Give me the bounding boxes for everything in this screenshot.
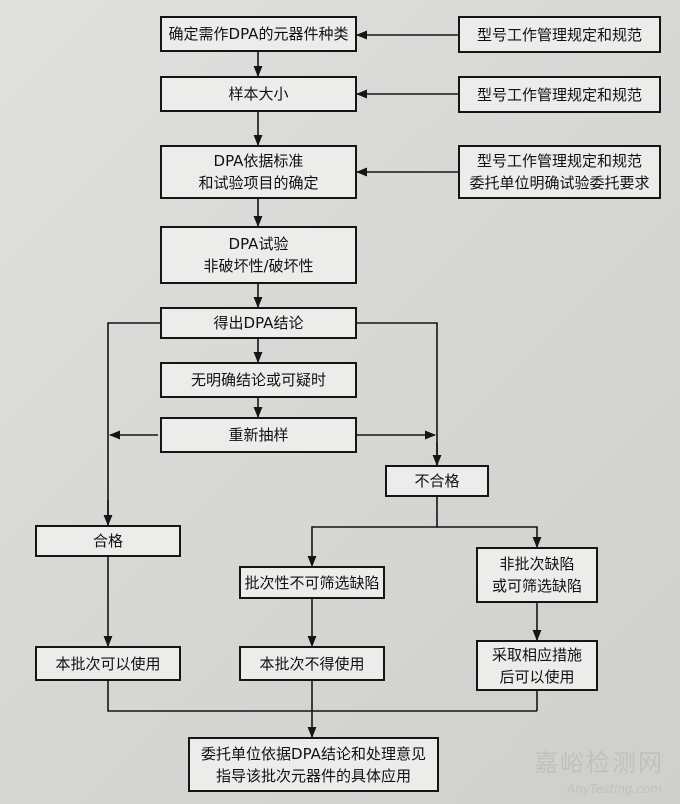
line-fail-split bbox=[307, 496, 438, 568]
box-standard: DPA依据标准 和试验项目的确定 bbox=[160, 145, 357, 199]
box-resample: 重新抽样 bbox=[160, 417, 357, 453]
box-conclusion: 得出DPA结论 bbox=[160, 307, 357, 339]
box-spec-3: 型号工作管理规定和规范 委托单位明确试验委托要求 bbox=[458, 145, 661, 199]
line-ok-down bbox=[107, 681, 537, 712]
watermark-cn: 嘉峪检测网 bbox=[534, 749, 664, 777]
box-pass: 合格 bbox=[35, 525, 181, 557]
box-batch-reject: 本批次不得使用 bbox=[239, 646, 385, 681]
box-batch-ok: 本批次可以使用 bbox=[35, 646, 181, 681]
line-fail-right bbox=[437, 526, 542, 549]
box-nonbatch-defect: 非批次缺陷 或可筛选缺陷 bbox=[476, 547, 598, 603]
watermark-en: AnyTesting.com bbox=[566, 782, 662, 796]
box-spec-2: 型号工作管理规定和规范 bbox=[458, 76, 661, 113]
line-conclusion-right bbox=[356, 322, 438, 465]
box-final: 委托单位依据DPA结论和处理意见 指导该批次元器件的具体应用 bbox=[188, 737, 439, 792]
box-spec-1: 型号工作管理规定和规范 bbox=[458, 16, 661, 53]
box-measures: 采取相应措施 后可以使用 bbox=[476, 640, 598, 691]
box-unclear: 无明确结论或可疑时 bbox=[160, 362, 357, 398]
box-batch-defect: 批次性不可筛选缺陷 bbox=[239, 566, 385, 599]
line-conclusion-left bbox=[107, 322, 160, 527]
box-determine-types: 确定需作DPA的元器件种类 bbox=[160, 16, 357, 52]
box-dpa-test: DPA试验 非破坏性/破坏性 bbox=[160, 226, 357, 284]
box-sample-size: 样本大小 bbox=[160, 76, 357, 112]
box-fail: 不合格 bbox=[385, 465, 489, 497]
